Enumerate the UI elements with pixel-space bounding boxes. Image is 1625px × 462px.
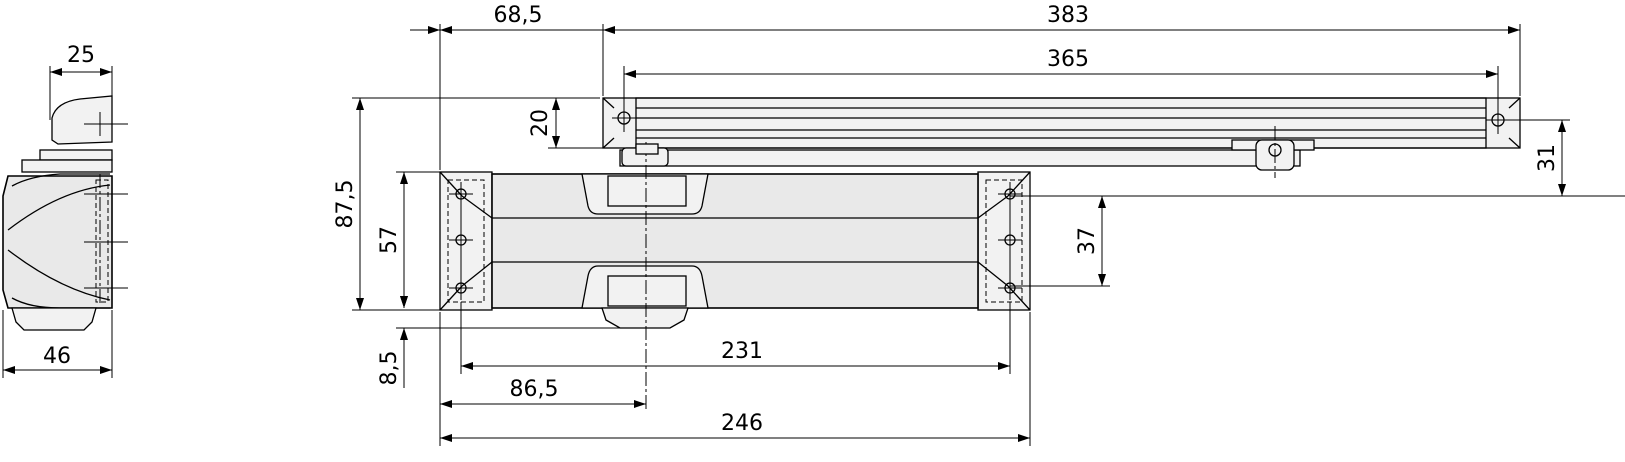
side-center-marks — [84, 112, 128, 306]
side-bracket-top — [39, 149, 113, 161]
dim-383-label: 383 — [1047, 3, 1089, 28]
closer-body — [491, 142, 979, 410]
dim-20-label: 20 — [528, 109, 553, 137]
arm-linkage — [619, 126, 1315, 178]
dim-68-5-label: 68,5 — [494, 3, 543, 28]
dim-8-5-label: 8,5 — [377, 351, 402, 386]
side-view: 25 46 — [2, 43, 128, 378]
front-view: 68,5 383 365 20 87,5 57 8,5 37 — [333, 3, 1625, 446]
side-body-contour — [7, 173, 111, 309]
dim-87-5-label: 87,5 — [333, 180, 358, 229]
side-hidden-outline — [95, 179, 109, 303]
side-arm-head — [51, 95, 113, 145]
dim-57-label: 57 — [377, 226, 402, 254]
dim-31-label: 31 — [1535, 144, 1560, 172]
side-bracket-bottom — [21, 159, 113, 173]
dim-46-label: 46 — [43, 344, 71, 369]
dim-246-label: 246 — [721, 411, 763, 436]
side-valve-cap — [11, 307, 97, 331]
slide-rail — [602, 97, 1521, 149]
end-cap-left — [439, 171, 493, 311]
dim-231-label: 231 — [721, 339, 763, 364]
dim-25-label: 25 — [67, 43, 95, 68]
dim-86-5-label: 86,5 — [510, 377, 559, 402]
side-body — [2, 175, 113, 309]
end-cap-right — [977, 171, 1031, 311]
dim-365-label: 365 — [1047, 47, 1089, 72]
dim-37-label: 37 — [1075, 227, 1100, 255]
